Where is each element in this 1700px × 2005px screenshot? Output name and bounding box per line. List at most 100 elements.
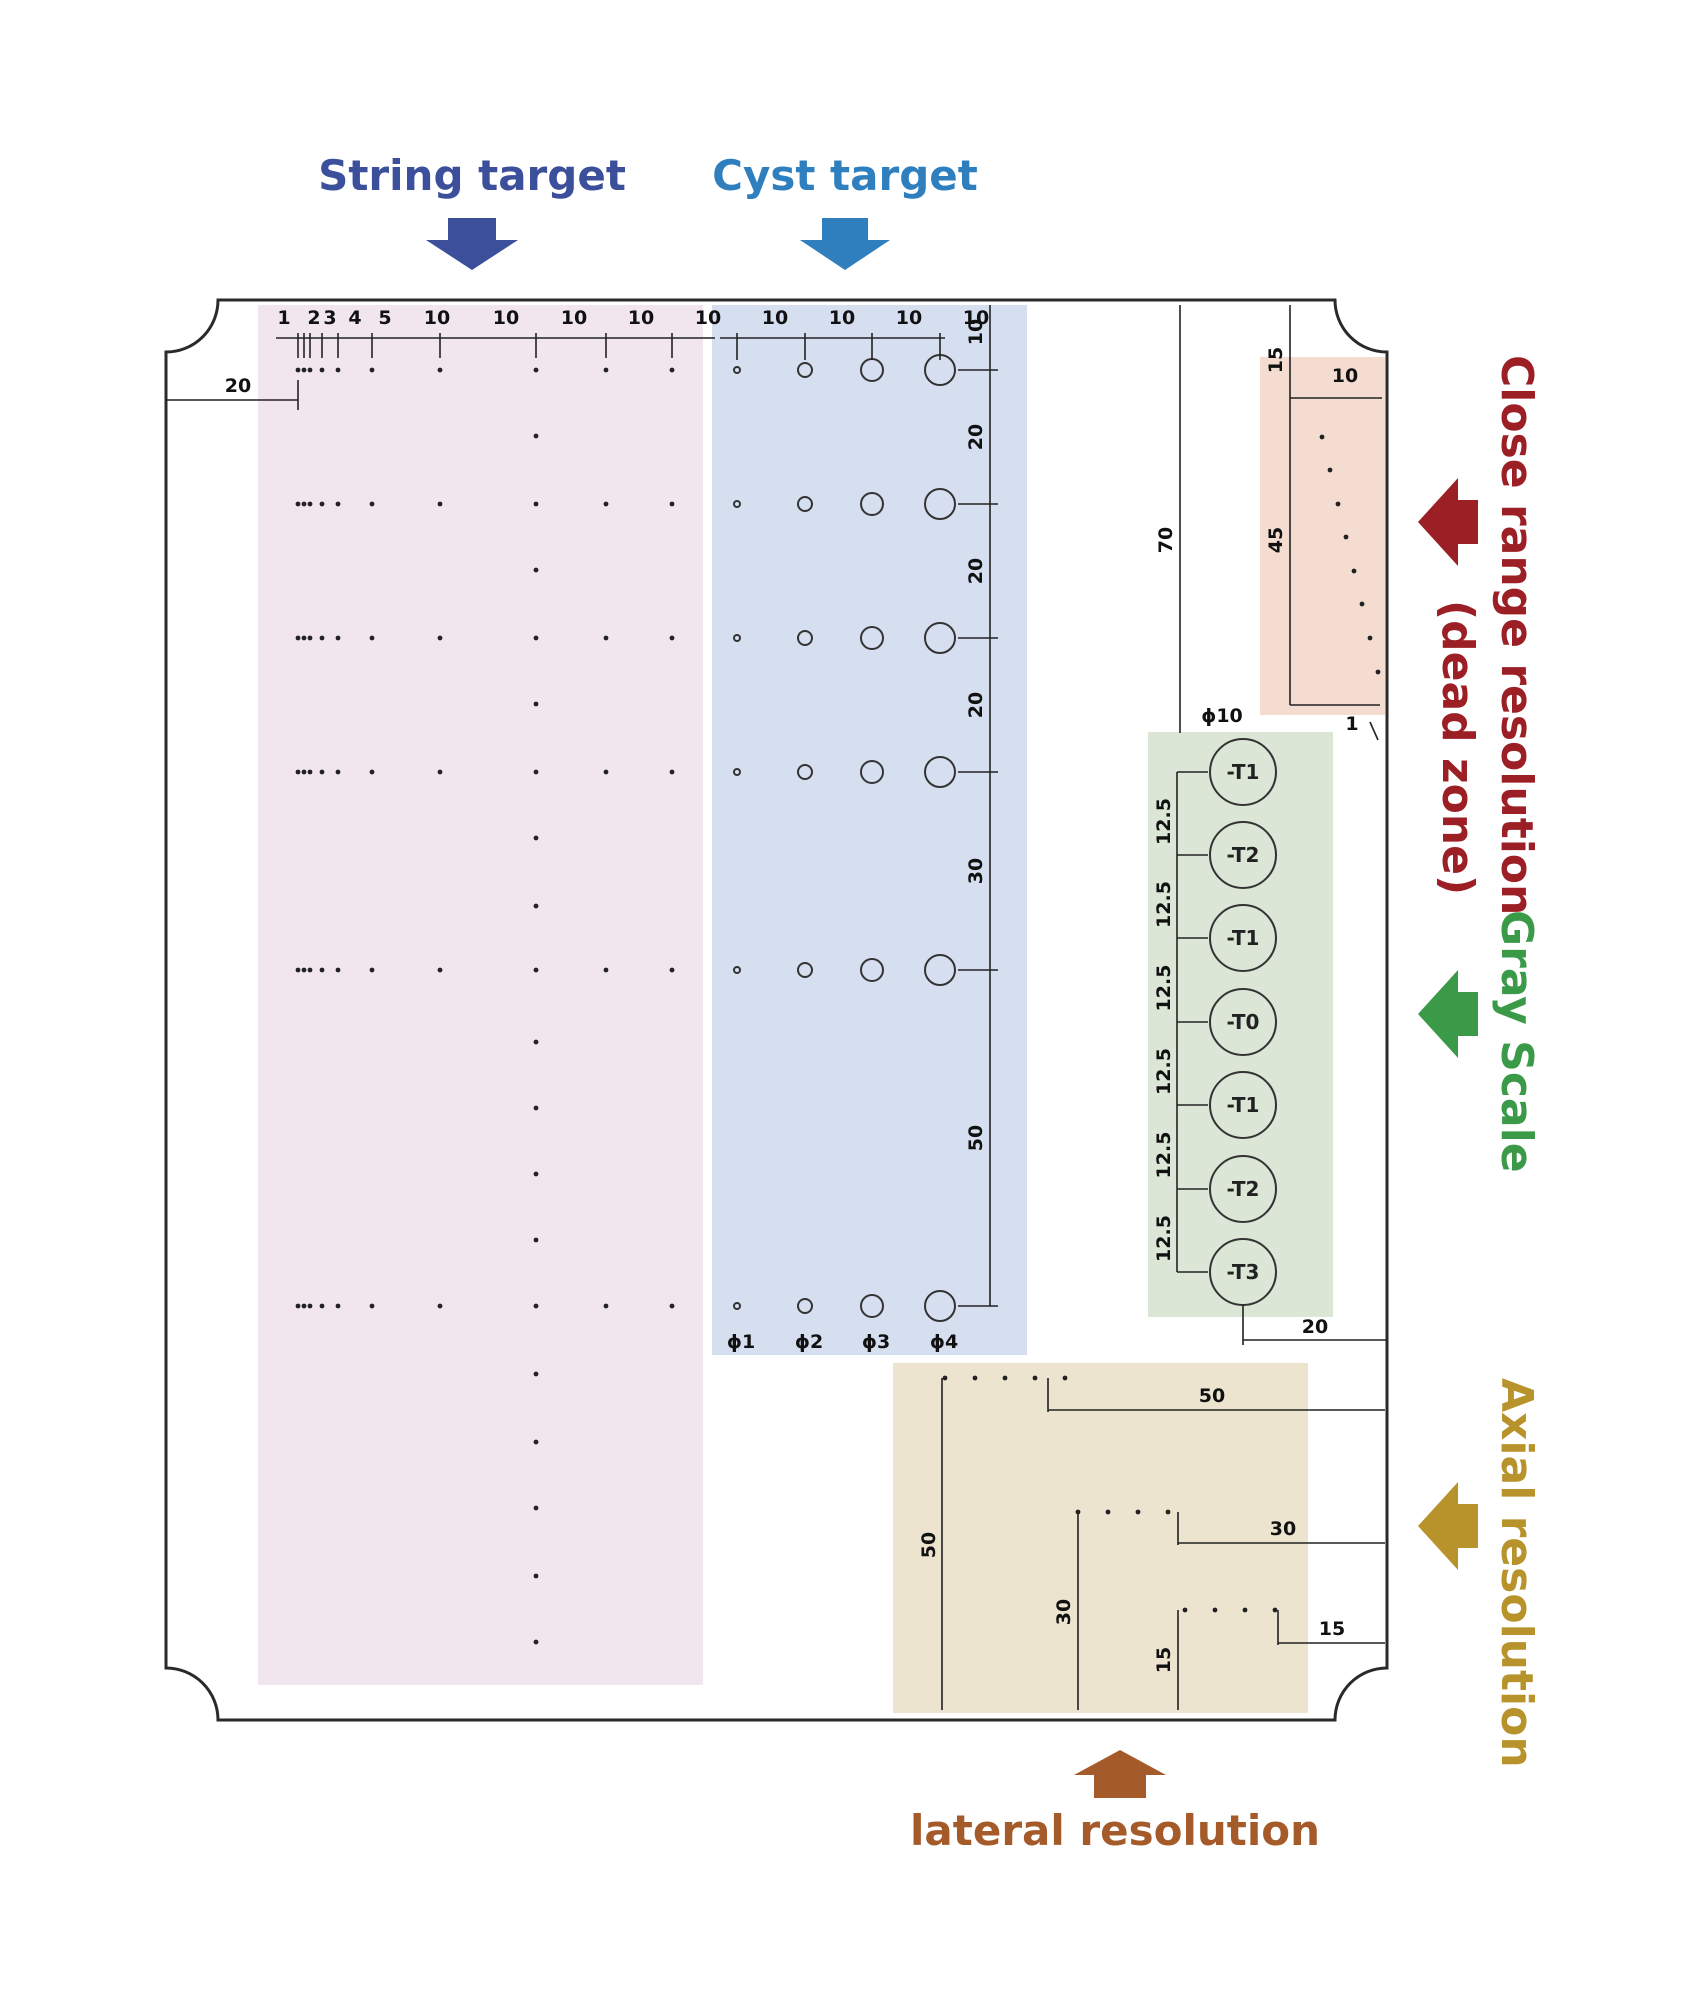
gray-scale-target-label: -T1 xyxy=(1227,1093,1260,1117)
axial-resolution-label: Axial resolution xyxy=(1491,1378,1542,1768)
close-range-dot xyxy=(1335,501,1341,507)
axial-resolution-arrow xyxy=(1418,1482,1478,1570)
axial-dimension-label: 30 xyxy=(1270,1518,1296,1540)
string-spacing-label: 10 xyxy=(424,307,450,329)
cyst-circle xyxy=(924,622,956,654)
string-dot xyxy=(533,769,539,775)
string-dot xyxy=(301,367,307,373)
cyst-circle xyxy=(733,768,741,776)
string-dot xyxy=(437,1303,443,1309)
string-dot xyxy=(437,501,443,507)
lateral-resolution-label: lateral resolution xyxy=(910,1806,1320,1855)
cyst-circle xyxy=(924,488,956,520)
string-dot xyxy=(335,367,341,373)
gray-scale-target-label: -T0 xyxy=(1227,1010,1260,1034)
string-target-arrow xyxy=(426,218,518,270)
string-dot xyxy=(603,635,609,641)
string-dot-vertical xyxy=(533,1171,539,1177)
string-dot xyxy=(335,1303,341,1309)
gray-scale-circle xyxy=(1209,738,1277,806)
string-dot xyxy=(307,769,313,775)
axial-mark xyxy=(1032,1375,1038,1381)
gray-scale-offset-label: 20 xyxy=(1302,1316,1328,1338)
cyst-circle xyxy=(860,492,884,516)
string-dot-vertical xyxy=(533,835,539,841)
close-range-dots xyxy=(1319,434,1381,675)
string-dot xyxy=(437,367,443,373)
lateral-resolution-arrow xyxy=(1074,1750,1166,1798)
cyst-diameter-label: ϕ2 xyxy=(795,1331,823,1353)
axial-mark xyxy=(1165,1509,1171,1515)
cyst-circle xyxy=(924,954,956,986)
phantom-outline xyxy=(164,298,1389,1722)
cyst-circle xyxy=(924,1290,956,1322)
close-range-dot xyxy=(1375,669,1381,675)
string-dot-vertical xyxy=(533,1573,539,1579)
string-offset-label: 20 xyxy=(225,375,251,397)
string-spacing-label: 1 xyxy=(277,307,290,329)
cyst-circle xyxy=(797,1298,813,1314)
axial-mark xyxy=(1212,1607,1218,1613)
axial-dimension-label: 15 xyxy=(1319,1618,1345,1640)
string-spacing-label: 10 xyxy=(695,307,721,329)
axial-mark xyxy=(972,1375,978,1381)
string-dot xyxy=(369,635,375,641)
string-dot xyxy=(335,635,341,641)
close-range-dot xyxy=(1343,534,1349,540)
axial-mark xyxy=(942,1375,948,1381)
string-target-label: String target xyxy=(318,151,626,200)
cyst-circle xyxy=(797,764,813,780)
cyst-circle xyxy=(860,1294,884,1318)
string-dot xyxy=(319,1303,325,1309)
cyst-circle xyxy=(733,500,741,508)
string-spacing-label: 3 xyxy=(323,307,336,329)
gray-scale-circle xyxy=(1209,988,1277,1056)
string-dot xyxy=(301,635,307,641)
string-dot xyxy=(669,367,675,373)
gray-scale-target-label: -T1 xyxy=(1227,760,1260,784)
string-dot xyxy=(307,501,313,507)
string-dot xyxy=(301,1303,307,1309)
string-dot xyxy=(295,367,301,373)
gray-scale-circle xyxy=(1209,1155,1277,1223)
string-dot-vertical xyxy=(533,1237,539,1243)
gray-scale-circles: -T1-T2-T1-T0-T1-T2-T3 xyxy=(1209,738,1277,1306)
cyst-diameter-label: ϕ1 xyxy=(727,1331,755,1353)
string-dot xyxy=(603,769,609,775)
gray-scale-arrow xyxy=(1418,970,1478,1058)
axial-mark xyxy=(1242,1607,1248,1613)
axial-dimension-label: 50 xyxy=(1199,1385,1225,1407)
string-dot xyxy=(295,1303,301,1309)
string-dot-vertical xyxy=(533,433,539,439)
string-dot xyxy=(437,967,443,973)
string-dot-vertical xyxy=(533,1371,539,1377)
close-range-bottom-leader xyxy=(1369,721,1379,741)
string-dot xyxy=(295,501,301,507)
axial-resolution-region xyxy=(893,1363,1308,1713)
string-dot xyxy=(295,769,301,775)
string-dot xyxy=(369,967,375,973)
close-range-region xyxy=(1260,357,1385,715)
string-dot xyxy=(319,635,325,641)
cyst-row-spacing-label: 10 xyxy=(965,319,987,345)
gray-scale-spacing-label: 12.5 xyxy=(1153,881,1175,928)
cyst-spacing-label: 10 xyxy=(762,307,788,329)
cyst-spacing-label: 10 xyxy=(963,307,989,329)
axial-vertical-label: 50 xyxy=(918,1532,940,1558)
string-dot xyxy=(437,769,443,775)
cyst-circle xyxy=(797,962,813,978)
cyst-row-spacing-label: 50 xyxy=(965,1125,987,1151)
string-spacing-label: 2 xyxy=(307,307,320,329)
string-dot xyxy=(319,967,325,973)
string-dot xyxy=(301,967,307,973)
close-range-label: Close range resolution xyxy=(1491,355,1542,915)
string-dot xyxy=(603,967,609,973)
string-dot xyxy=(335,967,341,973)
cyst-circle xyxy=(733,1302,741,1310)
string-dot xyxy=(369,769,375,775)
gray-scale-circle xyxy=(1209,1071,1277,1139)
string-dot xyxy=(603,1303,609,1309)
string-dot xyxy=(319,769,325,775)
gray-scale-diameter-label: ϕ10 xyxy=(1201,705,1243,727)
